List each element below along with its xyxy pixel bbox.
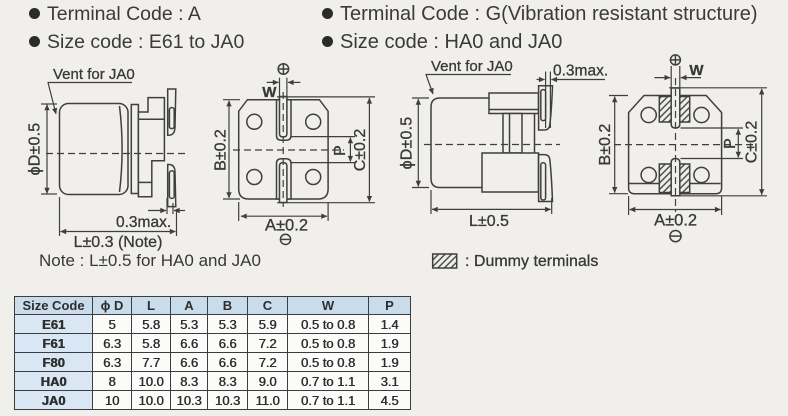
svg-text:A±0.2: A±0.2 [654,212,697,230]
svg-text:C±0.2: C±0.2 [744,121,761,164]
svg-text:0.3max.: 0.3max. [116,214,171,231]
svg-text:A±0.2: A±0.2 [265,217,308,235]
svg-text:P: P [332,145,349,156]
svg-text:L±0.3 (Note): L±0.3 (Note) [74,234,163,251]
svg-text:0.3max.: 0.3max. [553,63,608,80]
svg-text:: Dummy terminals: : Dummy terminals [465,253,598,270]
svg-text:B±0.2: B±0.2 [213,129,230,171]
svg-text:ϕD±0.5: ϕD±0.5 [399,117,416,170]
svg-text:Vent for JA0: Vent for JA0 [431,58,513,75]
svg-text:B±0.2: B±0.2 [597,124,614,166]
svg-text:ϕD±0.5: ϕD±0.5 [27,123,44,176]
svg-text:W: W [262,84,277,101]
svg-text:W: W [689,62,704,79]
svg-text:L±0.5: L±0.5 [469,213,509,230]
svg-text:P: P [722,138,739,149]
svg-text:C±0.2: C±0.2 [352,129,369,172]
svg-text:Vent for JA0: Vent for JA0 [53,66,135,83]
